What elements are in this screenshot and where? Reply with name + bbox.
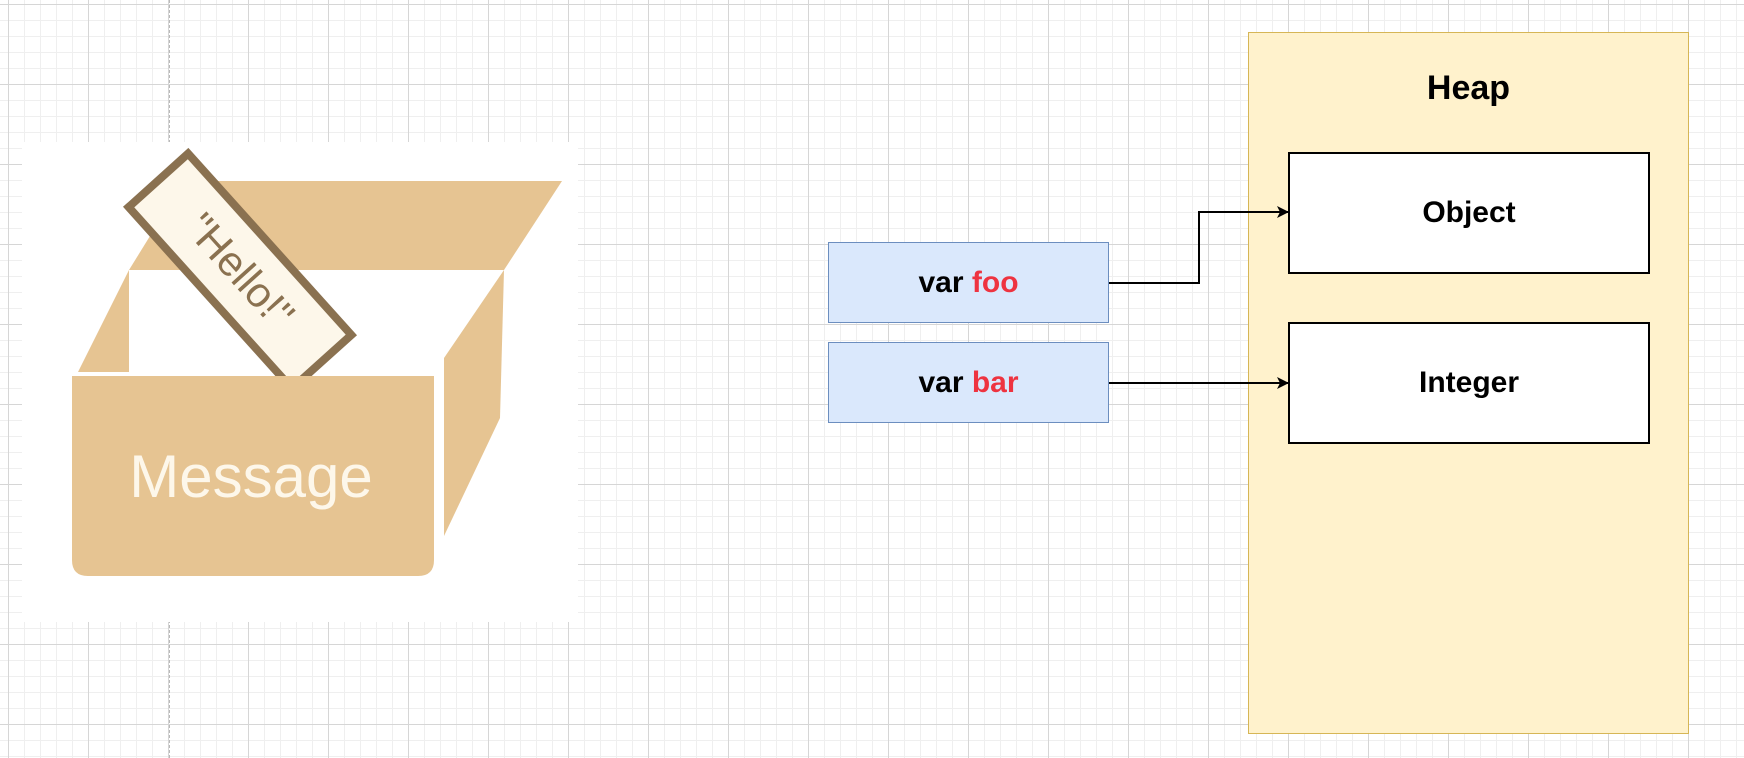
hello-tag-card (122, 147, 358, 395)
foo-to-object-connector[interactable] (1109, 206, 1289, 284)
box-right-side (444, 270, 504, 536)
var-foo-keyword: var (918, 265, 964, 299)
var-bar-box[interactable]: var bar (828, 342, 1109, 423)
var-foo-box[interactable]: var foo (828, 242, 1109, 323)
message-label: Message (129, 443, 372, 510)
var-foo-name: foo (971, 265, 1019, 299)
var-bar-name: bar (971, 365, 1019, 399)
message-box-illustration[interactable]: "Hello!" Message (22, 142, 578, 622)
heap-title: Heap (1426, 69, 1511, 107)
heap-object-box[interactable]: Object (1288, 152, 1650, 274)
message-box-svg: "Hello!" Message (72, 147, 562, 576)
heap-integer-box[interactable]: Integer (1288, 322, 1650, 444)
var-bar-keyword: var (918, 365, 964, 399)
box-front-panel (72, 376, 434, 576)
box-left-flap (78, 270, 129, 372)
